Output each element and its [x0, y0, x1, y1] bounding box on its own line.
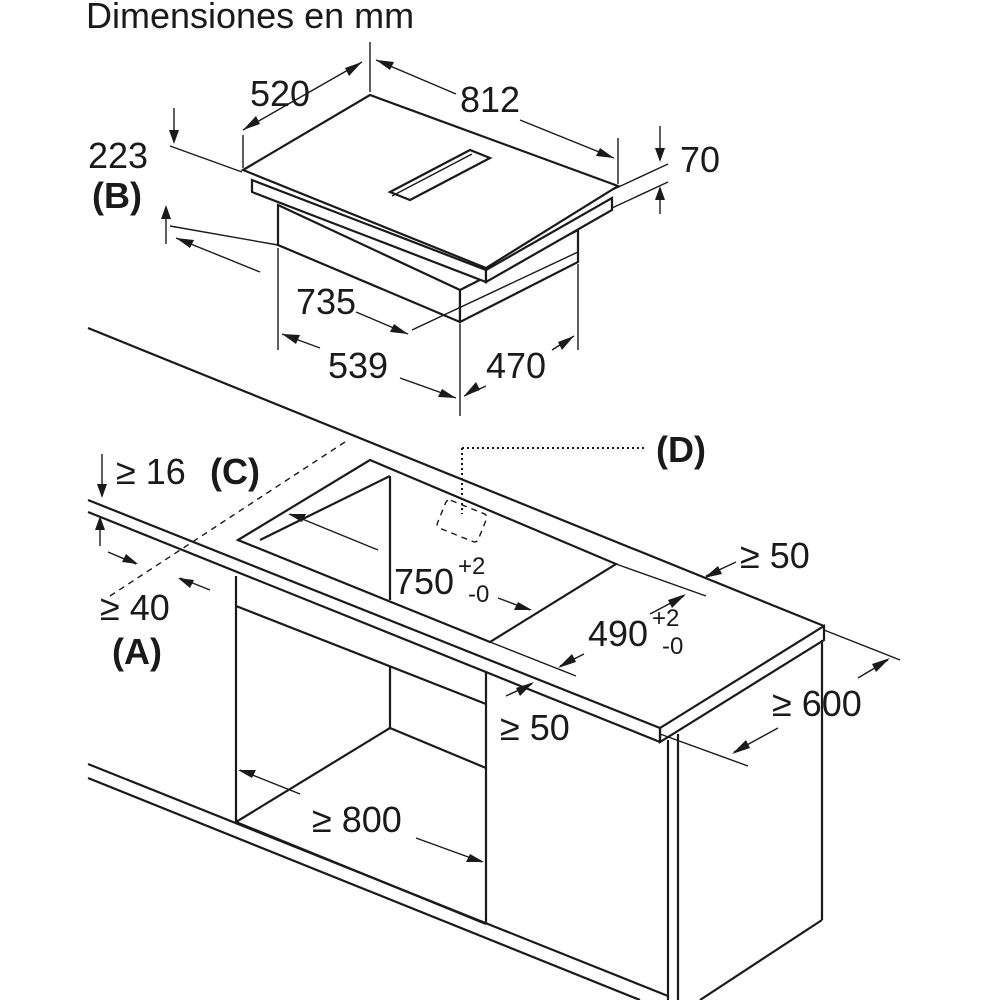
dim-539-arrow-a [282, 334, 300, 344]
hob-drawing [240, 93, 621, 324]
dim-812-arrow-a [376, 60, 394, 70]
dim-812 [369, 42, 619, 184]
hob-depth-label: 520 [250, 73, 310, 114]
worktop-cutout [235, 458, 619, 644]
dim-750-arrow-b [514, 602, 532, 610]
plinth-bottom [87, 776, 641, 1000]
dim-750 [288, 513, 532, 611]
hob-width-label: 812 [460, 79, 520, 120]
dim-600-ext-back [823, 629, 901, 661]
worktop-drawing [87, 326, 826, 1000]
cutout-width-tol-minus: -0 [468, 581, 489, 608]
connector-box-d [436, 499, 488, 543]
dim-40-arrow-a [95, 516, 105, 530]
dim-470 [459, 264, 579, 416]
dim-50-back-ext [615, 563, 707, 597]
plinth-top [87, 762, 669, 998]
callout-d [436, 447, 646, 543]
hob-total-height-label: 223 [88, 135, 148, 176]
dim-735-ext [411, 251, 579, 331]
dim-50-back-arrow [704, 566, 722, 578]
dim-735-arrow-b [390, 324, 408, 334]
worktop-front-bottom-edge [87, 510, 661, 744]
hob-body-depth-label: 470 [486, 345, 546, 386]
worktop-side-label: ≥ 50 [500, 707, 570, 748]
dim-16-arrow [97, 484, 107, 498]
dim-70 [611, 126, 669, 214]
dim-600-arrow-b [872, 658, 890, 672]
dim-223-arrow-top [169, 130, 179, 144]
dim-50-side-arrow [516, 682, 534, 696]
dim-520-arrow-b [345, 62, 362, 76]
dim-223-ext-bottom [169, 225, 279, 246]
dim-750-arrow-a [288, 514, 306, 522]
dim-520 [242, 61, 363, 168]
hob-height-label: 70 [680, 139, 720, 180]
dim-490-arrow-a [558, 654, 576, 668]
dim-223-arrow-bottom [161, 205, 171, 219]
dim-40-arrow-b [122, 554, 138, 564]
dim-40 [95, 516, 211, 591]
hob-glass-side-edge [484, 196, 614, 284]
dim-800-arrow-a [238, 770, 256, 778]
dim-223-ext-top [169, 145, 243, 173]
dim-70-arrow-a [655, 148, 665, 162]
cutout-width-label: 750 [394, 561, 454, 602]
dim-50-side [505, 682, 534, 697]
cutout-depth-label: 490 [588, 613, 648, 654]
hob-vent-slot [387, 148, 493, 202]
dim-50-back [615, 561, 737, 597]
worktop-back-edge [87, 326, 825, 628]
cutout-inner-edge [259, 475, 391, 541]
dim-539 [277, 248, 457, 399]
diagram-title: Dimensiones en mm [86, 0, 414, 36]
dim-470-arrow-b [558, 336, 574, 350]
cutout-depth-tol-plus: +2 [652, 605, 679, 632]
cabinet-inner-floor-left [235, 727, 391, 823]
dim-223 [161, 108, 279, 246]
dim-800 [238, 769, 484, 863]
dim-735 [175, 237, 579, 335]
dim-539-arrow-b [438, 389, 456, 398]
cabinet-back-dashed [109, 439, 349, 597]
label-a: (A) [112, 631, 162, 672]
dim-750-line-a [289, 513, 379, 551]
label-d: (D) [656, 429, 706, 470]
dim-490-ext [489, 641, 577, 677]
dim-600-arrow-a [732, 740, 750, 754]
cabinet-rail [235, 604, 487, 706]
cutout-depth-tol-minus: -0 [662, 633, 683, 660]
label-b: (B) [92, 175, 142, 216]
cutout-width-tol-plus: +2 [458, 553, 485, 580]
cabinet-width-label: ≥ 800 [312, 799, 402, 840]
dim-520-line [242, 61, 363, 131]
dim-600 [659, 629, 901, 767]
dim-70-ext-b [611, 181, 669, 209]
dim-70-ext-a [611, 163, 669, 191]
dim-600-ext-front [659, 733, 749, 767]
dim-16 [97, 454, 107, 498]
worktop-front-label: ≥ 40 [100, 587, 170, 628]
dim-812-arrow-b [596, 148, 614, 158]
right-panel-bottom [699, 919, 823, 1000]
dim-490-arrow-b [668, 594, 686, 608]
worktop-back-label: ≥ 50 [740, 535, 810, 576]
dim-735-arrow-a [176, 238, 194, 248]
dim-470-arrow-a [464, 382, 480, 396]
label-c: (C) [210, 451, 260, 492]
cabinet-inner-floor-back [389, 726, 487, 770]
worktop-thickness-label: ≥ 16 [116, 451, 186, 492]
hob-body-width-label: 735 [296, 281, 356, 322]
hob-body-front-label: 539 [328, 345, 388, 386]
dim-40-arrow-c [178, 578, 194, 588]
dim-520-arrow-a [243, 116, 260, 130]
vent-slot-line [391, 153, 473, 197]
worktop-depth-label: ≥ 600 [772, 683, 862, 724]
dim-490 [489, 594, 686, 677]
dim-70-arrow-b [655, 186, 665, 200]
worktop-front-top-edge [87, 498, 661, 730]
dim-800-arrow-b [466, 854, 484, 862]
